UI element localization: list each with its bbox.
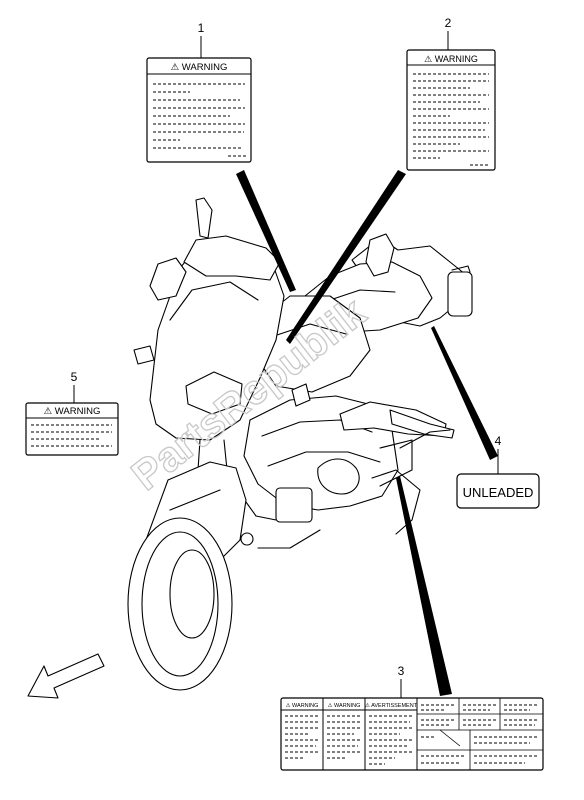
- warning-label-2: [406, 49, 496, 171]
- direction-arrow-icon: [27, 653, 105, 699]
- leader-wedge-4: [431, 326, 498, 460]
- callout-2: 2: [445, 16, 452, 30]
- warning-label-1-text-lines: [153, 83, 246, 157]
- unleaded-label: [456, 473, 540, 509]
- callout-5: 5: [71, 370, 78, 384]
- multilingual-label-avertissement: ⚠ AVERTISSEMENT: [365, 702, 418, 709]
- warning-label-2-title: ⚠ WARNING: [424, 54, 478, 64]
- label-3-group: 3 ⚠ WARNING ⚠ WARNING ⚠ AVERTISSEMENT: [280, 664, 544, 771]
- leader-wedge-3: [396, 476, 452, 696]
- motorcycle-outline: [127, 197, 473, 691]
- unleaded-label-text: UNLEADED: [463, 485, 534, 500]
- warning-label-1-title: ⚠ WARNING: [171, 62, 228, 73]
- multilingual-label-warning-1: ⚠ WARNING: [286, 702, 319, 709]
- label-2-group: 2 ⚠ WARNING: [406, 16, 496, 171]
- leader-wedge-2: [286, 170, 406, 344]
- warning-label-5-text-lines: [31, 424, 112, 447]
- label-1-group: 1 ⚠ WARNING: [146, 21, 252, 163]
- label-5-group: 5 ⚠ WARNING: [25, 370, 119, 456]
- callout-3: 3: [398, 664, 405, 678]
- leader-wedges: [236, 170, 498, 696]
- leader-wedge-1: [236, 170, 296, 292]
- callout-1: 1: [198, 21, 205, 35]
- multilingual-label: [280, 697, 544, 771]
- multilingual-label-text-lines: [285, 715, 413, 765]
- multilingual-label-warning-2: ⚠ WARNING: [328, 702, 361, 709]
- warning-label-5-title: ⚠ WARNING: [44, 406, 101, 417]
- multilingual-label-table: [417, 698, 543, 770]
- label-4-group: 4 UNLEADED: [456, 434, 540, 509]
- callout-4: 4: [495, 434, 502, 448]
- warning-label-2-text-lines: [413, 73, 490, 166]
- warning-label-5: [25, 402, 119, 456]
